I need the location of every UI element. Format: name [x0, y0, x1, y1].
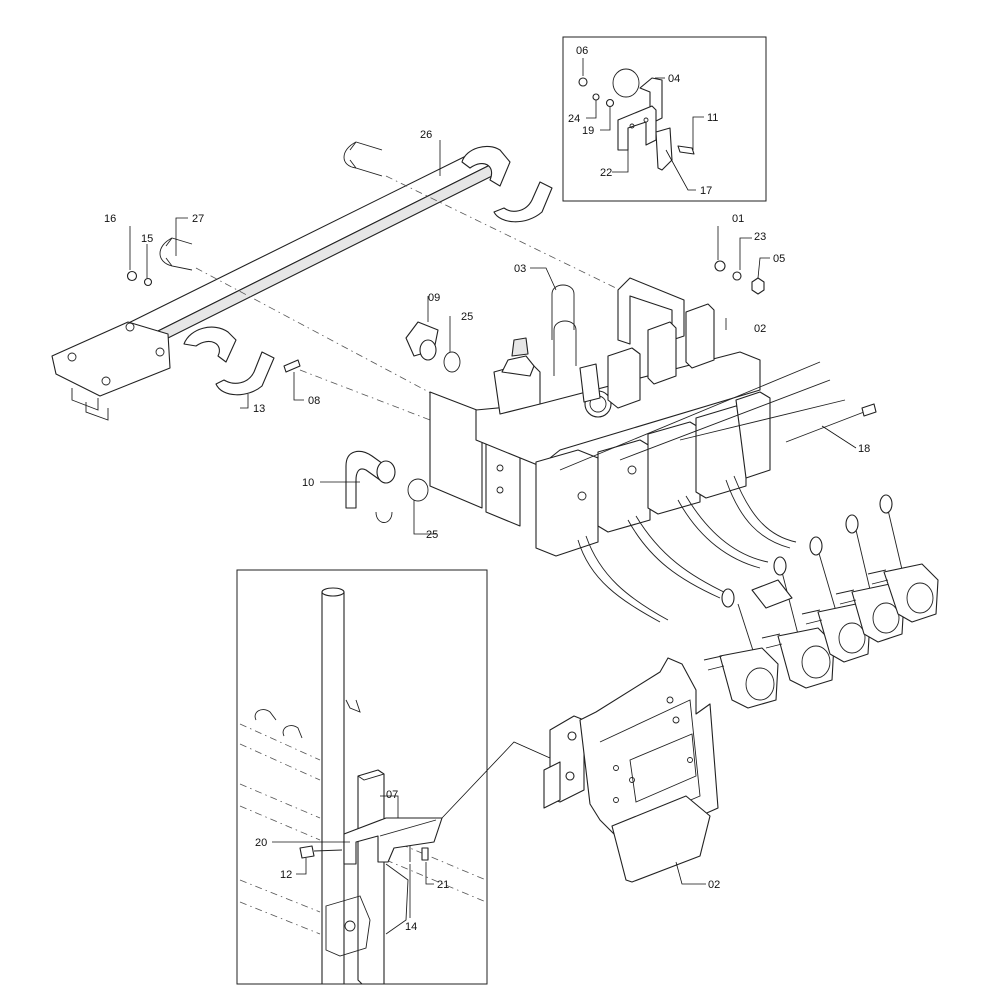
label-22: 22 [600, 167, 612, 179]
label-09: 09 [428, 292, 440, 304]
beam-leader-lines [129, 140, 441, 409]
label-13: 13 [253, 403, 265, 415]
bracket-07 [343, 817, 443, 865]
label-18: 18 [858, 443, 870, 455]
label-21: 21 [437, 879, 449, 891]
label-19: 19 [582, 125, 594, 137]
cross-beam-26 [51, 141, 553, 421]
ring-pin-detail [578, 68, 695, 171]
valve-fittings [345, 321, 461, 523]
label-02-top: 02 [754, 323, 766, 335]
label-27: 27 [192, 213, 204, 225]
label-01: 01 [732, 213, 744, 225]
valve-leader-lines [320, 226, 857, 535]
label-20: 20 [255, 837, 267, 849]
control-lever-5 [867, 494, 939, 623]
label-25-top: 25 [461, 311, 473, 323]
label-23: 23 [754, 231, 766, 243]
label-03: 03 [514, 263, 526, 275]
label-17: 17 [700, 185, 712, 197]
mast-post [321, 587, 385, 985]
label-26: 26 [420, 129, 432, 141]
bottom-detail-leaders [272, 741, 551, 918]
valve-lever-rods [559, 361, 846, 471]
spacer-plate [751, 579, 793, 609]
label-10: 10 [302, 477, 314, 489]
u-bolt-03 [551, 284, 577, 376]
hydraulic-hoses [577, 475, 797, 623]
label-04: 04 [668, 73, 680, 85]
bolt-12-pin-14-21 [299, 845, 429, 862]
label-16: 16 [104, 213, 116, 225]
label-11: 11 [707, 112, 718, 124]
control-lever-2 [761, 556, 835, 689]
label-12: 12 [280, 869, 292, 881]
detail-frame-top [562, 36, 767, 202]
hydraulic-valve-block [429, 277, 771, 557]
label-14: 14 [405, 921, 417, 933]
label-07: 07 [386, 789, 398, 801]
control-lever-1 [703, 588, 779, 709]
hardware-01-23-05 [714, 260, 765, 295]
detail-leader-lines [582, 58, 704, 191]
label-02-bottom: 02 [708, 879, 720, 891]
mounting-bracket-02 [543, 657, 719, 883]
label-25-bottom: 25 [426, 529, 438, 541]
label-05: 05 [773, 253, 785, 265]
leader-02-bottom [675, 861, 706, 885]
control-lever-4 [835, 514, 905, 643]
label-24: 24 [568, 113, 580, 125]
control-lever-3 [801, 536, 871, 663]
beam-dashed-guides [195, 175, 621, 421]
label-08: 08 [308, 395, 320, 407]
tie-strap-18 [785, 403, 877, 443]
label-06: 06 [576, 45, 588, 57]
label-15: 15 [141, 233, 153, 245]
